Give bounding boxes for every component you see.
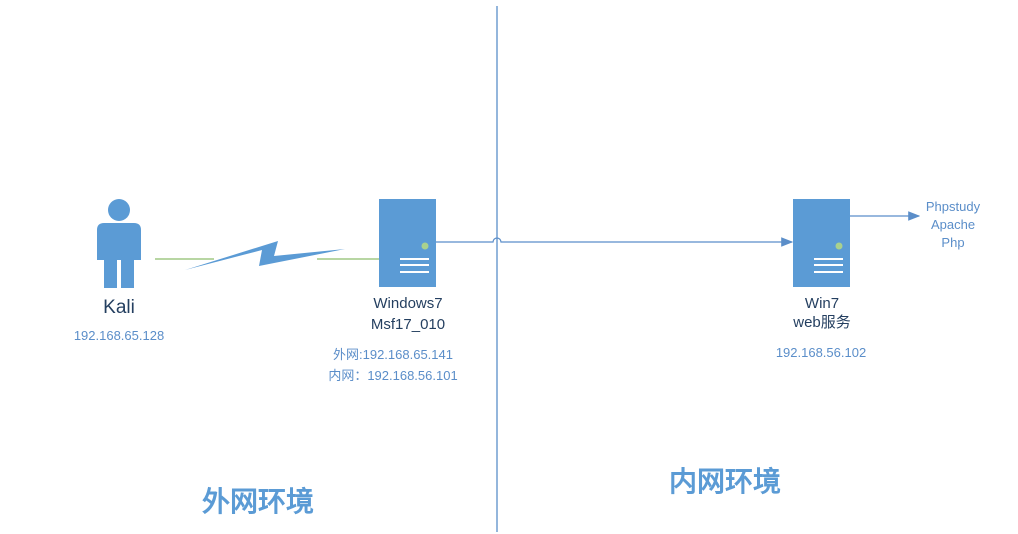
pivot-inner-ip: 内网：192.168.56.101 — [328, 368, 458, 383]
service-item: Apache — [930, 217, 976, 232]
pivot-name: Windows7 — [373, 295, 443, 312]
web-ip: 192.168.56.102 — [775, 345, 867, 360]
server-icon — [379, 199, 436, 287]
person-icon — [97, 199, 141, 288]
kali-label: Kali — [103, 297, 135, 318]
web-subname: web服务 — [793, 314, 851, 331]
server-icon — [793, 199, 850, 287]
web-name: Win7 — [804, 295, 840, 312]
inner-zone-label: 内网环境 — [668, 465, 781, 498]
kali-ip: 192.168.65.128 — [73, 328, 165, 343]
pivot-outer-ip: 外网:192.168.65.141 — [333, 347, 453, 362]
connection-arrow — [436, 237, 794, 247]
wireless-link-icon — [185, 241, 345, 270]
pivot-subname: Msf17_010 — [370, 316, 446, 333]
service-item: Php — [941, 235, 965, 250]
outer-zone-label: 外网环境 — [201, 485, 314, 518]
service-item: Phpstudy — [925, 199, 981, 214]
